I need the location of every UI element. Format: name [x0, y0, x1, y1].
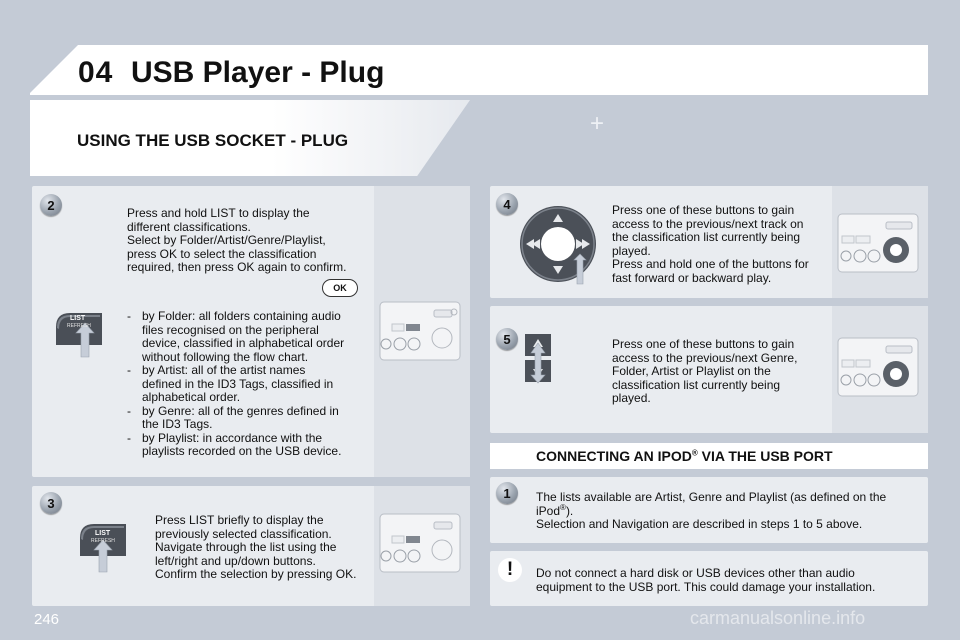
up-down-buttons-icon	[525, 334, 551, 384]
bullet-line: playlists recorded on the USB device.	[142, 444, 342, 458]
step4-badge: 4	[496, 193, 518, 215]
warning-text: Do not connect a hard disk or USB device…	[536, 566, 921, 594]
ipod-heading: CONNECTING AN IPOD® VIA THE USB PORT	[536, 448, 833, 464]
radio-illustration-step4	[836, 210, 920, 283]
step3-line: Press LIST briefly to display the	[155, 513, 324, 527]
step2-intro-line: Press and hold LIST to display the	[127, 206, 310, 220]
car-radio-icon	[837, 337, 919, 397]
radio-illustration-step3	[378, 510, 462, 583]
bullet-line: defined in the ID3 Tags, classified in	[142, 376, 334, 391]
step4-line: played.	[612, 243, 651, 258]
step5-line: Press one of these buttons to gain	[612, 337, 795, 351]
step1-badge: 1	[496, 482, 518, 504]
section-band	[30, 100, 470, 176]
step4-line: Press and hold one of the buttons for	[612, 257, 809, 271]
bullet-playlist: - by Playlist: in accordance with the pl…	[127, 430, 377, 459]
car-radio-icon	[379, 513, 461, 573]
step4-line: the classification list currently being	[612, 230, 801, 244]
step3-badge: 3	[40, 492, 62, 514]
bullet-genre: - by Genre: all of the genres defined in…	[127, 403, 377, 432]
step3-line: left/right and up/down buttons.	[155, 553, 316, 568]
page-number: 246	[34, 611, 60, 628]
bullet-line: without following the flow chart.	[142, 349, 309, 364]
navigation-dial-illustration	[518, 204, 602, 293]
page-title: USB Player - Plug	[131, 56, 385, 89]
step4-text: Press one of these buttons to gain acces…	[612, 203, 834, 285]
list-button-label: LIST	[70, 315, 86, 322]
step2-bullets: - by Folder: all folders containing audi…	[127, 309, 377, 459]
ok-button-icon: OK	[322, 279, 358, 297]
ipod-heading-text: CONNECTING AN IPOD	[536, 448, 692, 464]
step3-text: Press LIST briefly to display the previo…	[155, 513, 380, 582]
bullet-dash: -	[127, 430, 131, 445]
section-heading: USING THE USB SOCKET - PLUG	[77, 131, 349, 150]
ipod-step1-text: The lists available are Artist, Genre an…	[536, 490, 921, 532]
ipod-step1-line: iPod®).	[536, 502, 921, 519]
step3-line: previously selected classification.	[155, 526, 332, 541]
list-button-illustration-step3	[78, 520, 128, 574]
step5-text: Press one of these buttons to gain acces…	[612, 337, 834, 406]
list-button-illustration	[54, 309, 104, 359]
ipod-heading-text-end: VIA THE USB PORT	[697, 448, 833, 464]
chapter-number: 04	[78, 56, 114, 89]
nav-dial-icon	[520, 206, 596, 285]
list-button-sublabel: REFRESH	[67, 323, 91, 329]
watermark: carmanualsonline.info	[690, 608, 866, 628]
step3-line: Confirm the selection by pressing OK.	[155, 567, 357, 581]
car-radio-icon	[379, 301, 461, 361]
step2-intro-line: different classifications.	[127, 219, 251, 234]
ipod-step1-panel	[490, 477, 928, 543]
ipod-line-end: ).	[565, 503, 574, 518]
warning-line: equipment to the USB port. This could da…	[536, 579, 876, 594]
ipod-word: iPod	[536, 503, 561, 518]
step2-intro: Press and hold LIST to display the diffe…	[127, 206, 377, 275]
warning-icon: !	[498, 558, 522, 582]
step5-line: Folder, Artist or Playlist on the	[612, 364, 771, 378]
list-button-icon	[80, 524, 126, 573]
bullet-line: by Folder: all folders containing audio	[142, 309, 341, 323]
ipod-heading-band	[490, 443, 928, 469]
registered-mark: ®	[691, 448, 698, 458]
step2-intro-line: Select by Folder/Artist/Genre/Playlist,	[127, 233, 326, 247]
step3-line: Navigate through the list using the	[155, 540, 337, 554]
bullet-dash: -	[127, 403, 131, 418]
list-button-icon	[56, 313, 102, 358]
step2-intro-line: press OK to select the classification	[127, 246, 317, 261]
up-down-buttons-illustration	[524, 333, 554, 390]
step5-badge: 5	[496, 328, 518, 350]
list-button-sublabel: REFRESH	[91, 538, 115, 544]
bullet-dash: -	[127, 363, 131, 377]
ipod-step1-line: The lists available are Artist, Genre an…	[536, 490, 887, 504]
warning-panel	[490, 551, 928, 606]
bullet-dash: -	[127, 309, 131, 323]
bullet-line: by Playlist: in accordance with the	[142, 430, 323, 445]
header-band	[30, 45, 928, 95]
step5-line: played.	[612, 391, 651, 405]
bullet-line: the ID3 Tags.	[142, 417, 213, 431]
ipod-step1-line: Selection and Navigation are described i…	[536, 517, 863, 531]
plus-decoration-icon: +	[590, 110, 605, 137]
step4-line: Press one of these buttons to gain	[612, 203, 795, 217]
registered-mark: ®	[560, 502, 566, 512]
bullet-folder: - by Folder: all folders containing audi…	[127, 309, 377, 364]
bullet-line: by Genre: all of the genres defined in	[142, 403, 339, 418]
bullet-line: by Artist: all of the artist names	[142, 363, 306, 377]
step5-line: access to the previous/next Genre,	[612, 350, 798, 365]
list-button-label: LIST	[95, 530, 111, 537]
bullet-artist: - by Artist: all of the artist names def…	[127, 363, 377, 405]
bullet-line: files recognised on the peripheral	[142, 322, 319, 337]
step5-line: classification list currently being	[612, 377, 781, 392]
bullet-line: alphabetical order.	[142, 390, 241, 404]
bullet-line: device, classified in alphabetical order	[142, 336, 345, 350]
step2-intro-line: required, then press OK again to confirm…	[127, 260, 347, 274]
step4-line: fast forward or backward play.	[612, 270, 772, 285]
step4-line: access to the previous/next track on	[612, 216, 804, 231]
step2-badge: 2	[40, 194, 62, 216]
radio-illustration	[378, 298, 462, 371]
car-radio-icon	[837, 213, 919, 273]
radio-illustration-step5	[836, 334, 920, 407]
warning-line: Do not connect a hard disk or USB device…	[536, 566, 855, 580]
